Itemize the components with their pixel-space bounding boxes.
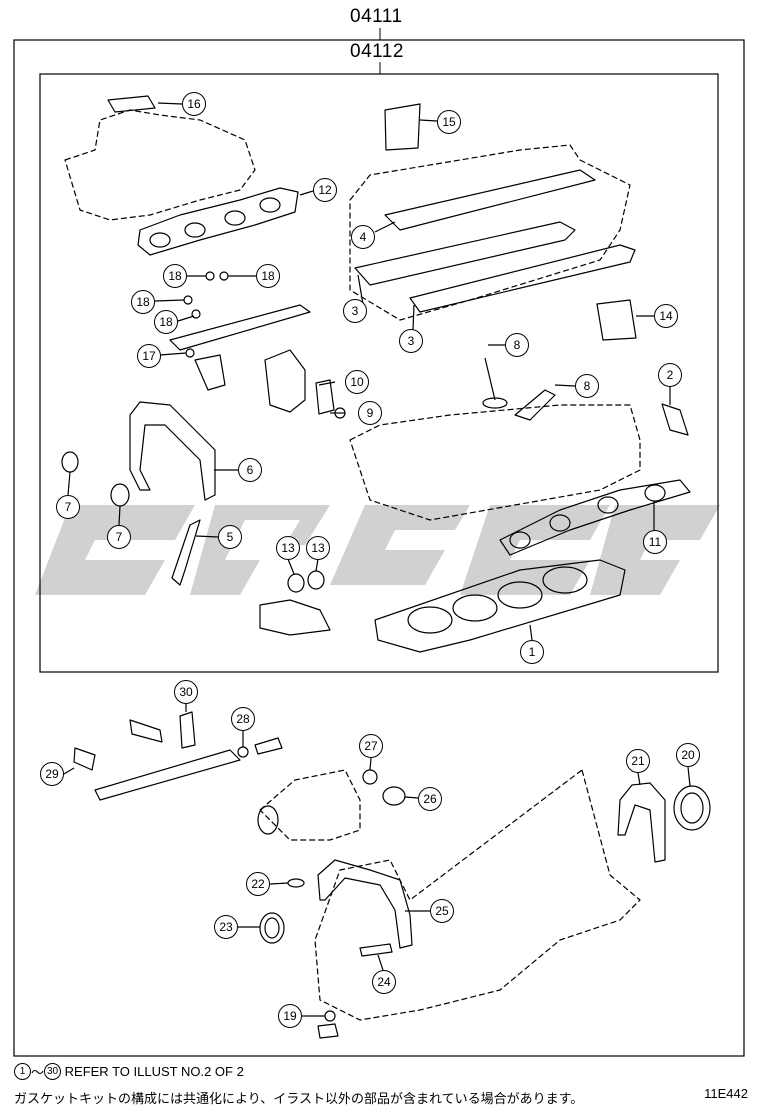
callout-1[interactable]: 1 <box>520 640 544 664</box>
callout-3b[interactable]: 3 <box>399 329 423 353</box>
callout-5[interactable]: 5 <box>218 525 242 549</box>
head-gasket-outline <box>374 559 626 653</box>
japanese-note: ガスケットキットの構成には共通化により、イラスト以外の部品が含まれている場合があ… <box>14 1091 584 1106</box>
watermark-logo <box>35 505 720 595</box>
callout-7b[interactable]: 7 <box>107 525 131 549</box>
callout-18d[interactable]: 18 <box>154 310 178 334</box>
callout-15[interactable]: 15 <box>437 110 461 134</box>
callout-20[interactable]: 20 <box>676 743 700 767</box>
callout-11[interactable]: 11 <box>643 530 667 554</box>
callout-18c[interactable]: 18 <box>131 290 155 314</box>
callout-4[interactable]: 4 <box>351 225 375 249</box>
illustration-code: 11E442 <box>704 1086 748 1101</box>
callout-13b[interactable]: 13 <box>306 536 330 560</box>
refer-text: REFER TO ILLUST NO.2 OF 2 <box>64 1064 244 1079</box>
callout-3a[interactable]: 3 <box>343 299 367 323</box>
callout-18a[interactable]: 18 <box>163 264 187 288</box>
callout-21[interactable]: 21 <box>626 749 650 773</box>
callout-8b[interactable]: 8 <box>575 374 599 398</box>
callout-19[interactable]: 19 <box>278 1004 302 1028</box>
refer-note: 1～30 REFER TO ILLUST NO.2 OF 2 <box>14 1062 244 1081</box>
callout-18b[interactable]: 18 <box>256 264 280 288</box>
callout-8a[interactable]: 8 <box>505 333 529 357</box>
callout-24[interactable]: 24 <box>372 970 396 994</box>
callout-30[interactable]: 30 <box>174 680 198 704</box>
callout-6[interactable]: 6 <box>238 458 262 482</box>
ref-to-circle: 30 <box>44 1063 62 1080</box>
ref-separator: ～ <box>31 1065 45 1080</box>
callout-10[interactable]: 10 <box>345 370 369 394</box>
outer-frame <box>13 39 745 1057</box>
callout-14[interactable]: 14 <box>654 304 678 328</box>
intake-manifold-outline <box>64 109 256 221</box>
callout-26[interactable]: 26 <box>418 787 442 811</box>
callout-22[interactable]: 22 <box>246 872 270 896</box>
assembly-number: 04111 <box>350 6 403 27</box>
callout-29[interactable]: 29 <box>40 762 64 786</box>
callout-23[interactable]: 23 <box>214 915 238 939</box>
callout-9[interactable]: 9 <box>358 401 382 425</box>
callout-27[interactable]: 27 <box>359 734 383 758</box>
callout-7a[interactable]: 7 <box>56 495 80 519</box>
callout-12[interactable]: 12 <box>313 178 337 202</box>
callout-25[interactable]: 25 <box>430 899 454 923</box>
callout-2[interactable]: 2 <box>658 363 682 387</box>
callout-13a[interactable]: 13 <box>276 536 300 560</box>
callout-17[interactable]: 17 <box>137 344 161 368</box>
ref-from-circle: 1 <box>14 1063 31 1080</box>
inner-frame <box>39 73 719 673</box>
kit-number: 04112 <box>350 41 404 62</box>
callout-28[interactable]: 28 <box>231 707 255 731</box>
callout-16[interactable]: 16 <box>182 92 206 116</box>
